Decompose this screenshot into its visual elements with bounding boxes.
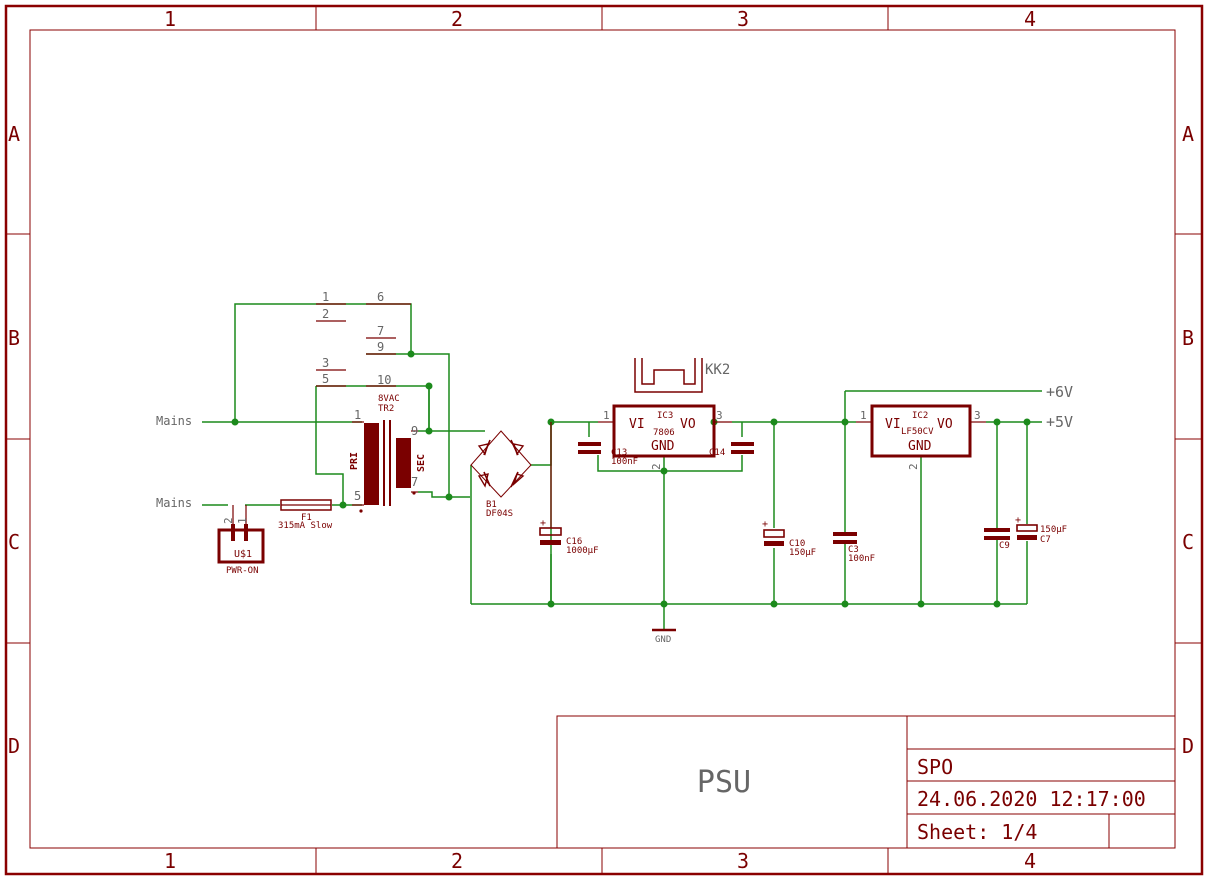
tr2-sec-pin-9: 9 [411,424,418,438]
ic2-vo: VO [937,417,953,432]
ic3-pin-3: 3 [716,409,723,422]
tr2-pri-pin-1: 1 [354,408,361,422]
title-block-title: PSU [697,765,751,800]
c16-plus: + [540,518,546,529]
frame-row-a-right: A [1182,122,1194,146]
connector-us1-name: U$1 [234,549,252,560]
frame-row-d-right: D [1182,734,1194,758]
frame-col-3-bottom: 3 [737,849,749,873]
ic2-vi: VI [885,417,901,432]
heatsink-kk2-name: KK2 [705,362,730,378]
c10-name: C10 [789,539,805,549]
c14-name: C14 [709,448,725,458]
tr2-sec-label: SEC [416,454,427,472]
capacitor-c9 [984,528,1010,540]
regulator-ic3 [598,404,732,458]
ic3-name: IC3 [657,411,673,421]
tr2-name: TR2 [378,404,394,414]
ic3-gnd: GND [651,439,675,454]
c10-value: 150µF [789,548,816,558]
c3-name: C3 [848,545,859,555]
c13-name: C13 [611,448,627,458]
tr2-pin-6: 6 [377,290,384,304]
c3-value: 100nF [848,554,875,564]
frame-col-1-bottom: 1 [164,849,176,873]
frame-row-c-left: C [8,530,20,554]
tr2-pin-2: 2 [322,307,329,321]
frame-row-d-left: D [8,734,20,758]
c7-name: C7 [1040,535,1051,545]
regulator-ic2 [856,404,986,458]
wire-junctions [231,350,1031,608]
frame-col-4-bottom: 4 [1024,849,1036,873]
ic3-vo: VO [680,417,696,432]
bridge-rectifier-b1 [470,430,532,498]
title-block-sheet: Sheet: 1/4 [917,820,1037,844]
bridge-b1-name: B1 [486,500,497,510]
fuse-f1-value: 315mA Slow [278,521,333,531]
tr2-pin-10: 10 [377,373,391,387]
fuse-f1-name: F1 [301,513,312,523]
frame-row-c-right: C [1182,530,1194,554]
capacitor-c7 [1016,524,1038,540]
ic2-name: IC2 [912,411,928,421]
net-label-mains-bottom: Mains [156,496,192,510]
ic2-value: LF50CV [901,427,934,437]
connector-us1-value: PWR-ON [226,566,259,576]
c7-plus: + [1015,515,1021,526]
capacitor-c10 [763,529,785,546]
tr2-pri-label: PRI [349,452,360,470]
ic2-pin-2: 2 [907,463,920,470]
ic3-pin-2: 2 [650,463,663,470]
bridge-b1-value: DF04S [486,509,513,519]
frame-row-b-right: B [1182,326,1194,350]
frame-col-2-bottom: 2 [451,849,463,873]
frame-col-2-top: 2 [451,7,463,31]
c16-name: C16 [566,537,582,547]
connector-us1-pin-1: 1 [236,517,249,524]
ic3-pin-1: 1 [603,409,610,422]
connector-us1 [217,505,265,564]
tr2-pin-7: 7 [377,324,384,338]
tr2-pri-pin-5: 5 [354,489,361,503]
heatsink-kk2 [634,358,703,393]
tr2-value: 8VAC [378,394,400,404]
fuse-f1 [280,499,332,511]
capacitor-c14 [731,442,754,454]
transformer-tr2 [316,303,418,513]
c13-value: 100nF [611,457,638,467]
ic2-gnd: GND [908,439,932,454]
title-block-author: SPO [917,755,953,779]
title-block-datetime: 24.06.2020 12:17:00 [917,787,1146,811]
tr2-pin-5: 5 [322,372,329,386]
ic2-pin-1: 1 [860,409,867,422]
frame-row-b-left: B [8,326,20,350]
title-block [556,715,1176,849]
c16-value: 1000µF [566,546,599,556]
tr2-pin-3: 3 [322,356,329,370]
frame-row-a-left: A [8,122,20,146]
net-label-mains-top: Mains [156,414,192,428]
tr2-pin-1: 1 [322,290,329,304]
net-label-5v: +5V [1046,413,1073,431]
ic3-vi: VI [629,417,645,432]
ic3-value: 7806 [653,428,675,438]
capacitor-c16 [539,422,562,545]
frame-col-3-top: 3 [737,7,749,31]
net-label-6v: +6V [1046,383,1073,401]
capacitor-c3 [833,532,857,544]
c7-value: 150µF [1040,525,1067,535]
drawing-frame [4,4,1204,876]
c10-plus: + [762,519,768,530]
tr2-sec-pin-7: 7 [411,475,418,489]
c9-name: C9 [999,541,1010,551]
frame-col-1-top: 1 [164,7,176,31]
connector-us1-pin-2: 2 [222,517,235,524]
capacitor-c13 [578,442,601,454]
tr2-pin-9: 9 [377,340,384,354]
frame-col-4-top: 4 [1024,7,1036,31]
ground-label: GND [655,635,671,645]
ic2-pin-3: 3 [974,409,981,422]
